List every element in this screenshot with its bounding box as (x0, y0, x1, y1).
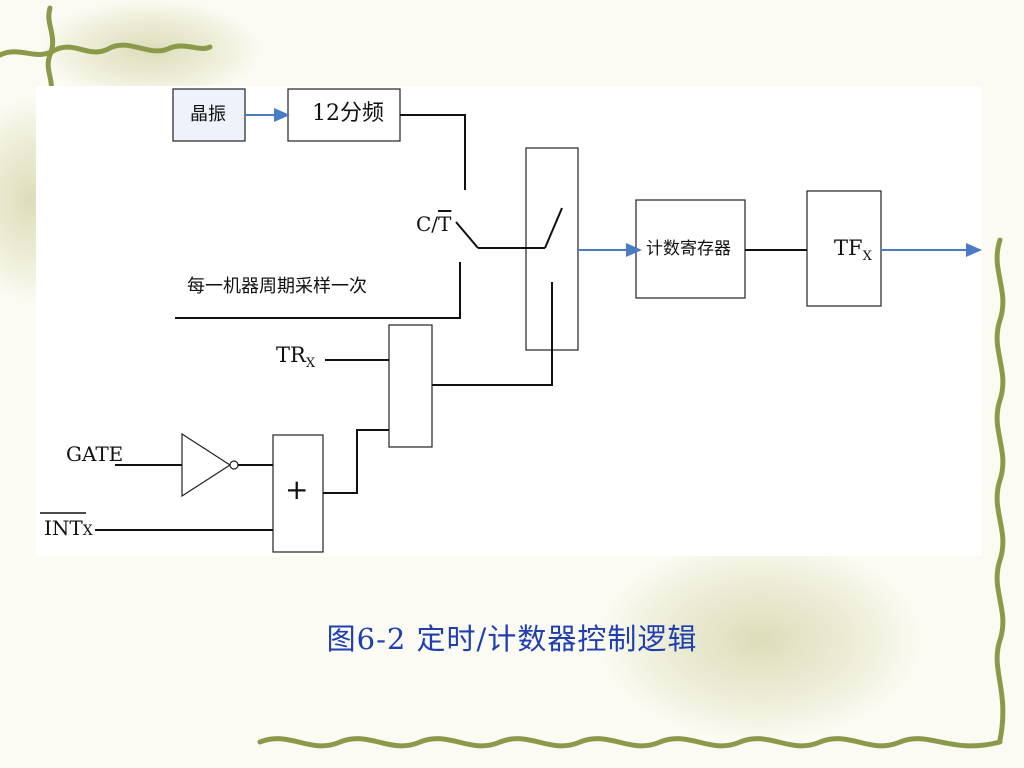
int-label-text: INT (44, 516, 83, 540)
counter-register-label: 计数寄存器 (646, 239, 731, 259)
divider-box (287, 88, 401, 142)
ct-label-prefix: C/ (416, 212, 439, 236)
tr-label: TRX (276, 343, 316, 372)
wire-and-out (432, 282, 553, 386)
oscillator-label: 晶振 (190, 104, 226, 125)
wire-switch-blade (544, 207, 563, 249)
oscillator-box (172, 88, 246, 142)
tf-label-subscript: X (862, 249, 872, 265)
tr-label-subscript: X (305, 356, 316, 372)
figure-caption: 图6-2 定时/计数器控制逻辑 (326, 622, 698, 656)
background-leaf (600, 540, 920, 740)
wire-or-out (323, 429, 389, 494)
ct-label: C/T (416, 214, 451, 234)
int-label-subscript: X (82, 523, 93, 539)
int-label: INTX (44, 518, 93, 538)
tf-label: TFX (834, 236, 872, 265)
gate-label: GATE (66, 442, 124, 466)
inverter-bubble (229, 460, 239, 470)
tr-label-text: TR (276, 343, 306, 367)
ct-label-bar: T (438, 212, 452, 236)
or-gate-box (272, 434, 324, 553)
divider-label: 12分频 (312, 101, 384, 126)
wire-divider-out (400, 114, 466, 190)
inverter-gate (181, 432, 232, 498)
counter-register-box (635, 199, 746, 299)
sample-note: 每一机器周期采样一次 (187, 276, 367, 297)
tf-box (806, 190, 882, 307)
tf-label-text: TF (834, 236, 863, 260)
or-gate-symbol: + (285, 473, 309, 506)
wire-ct-switch-blade (455, 221, 479, 249)
and-gate-box (388, 324, 433, 448)
wire-sample-line (175, 262, 461, 319)
